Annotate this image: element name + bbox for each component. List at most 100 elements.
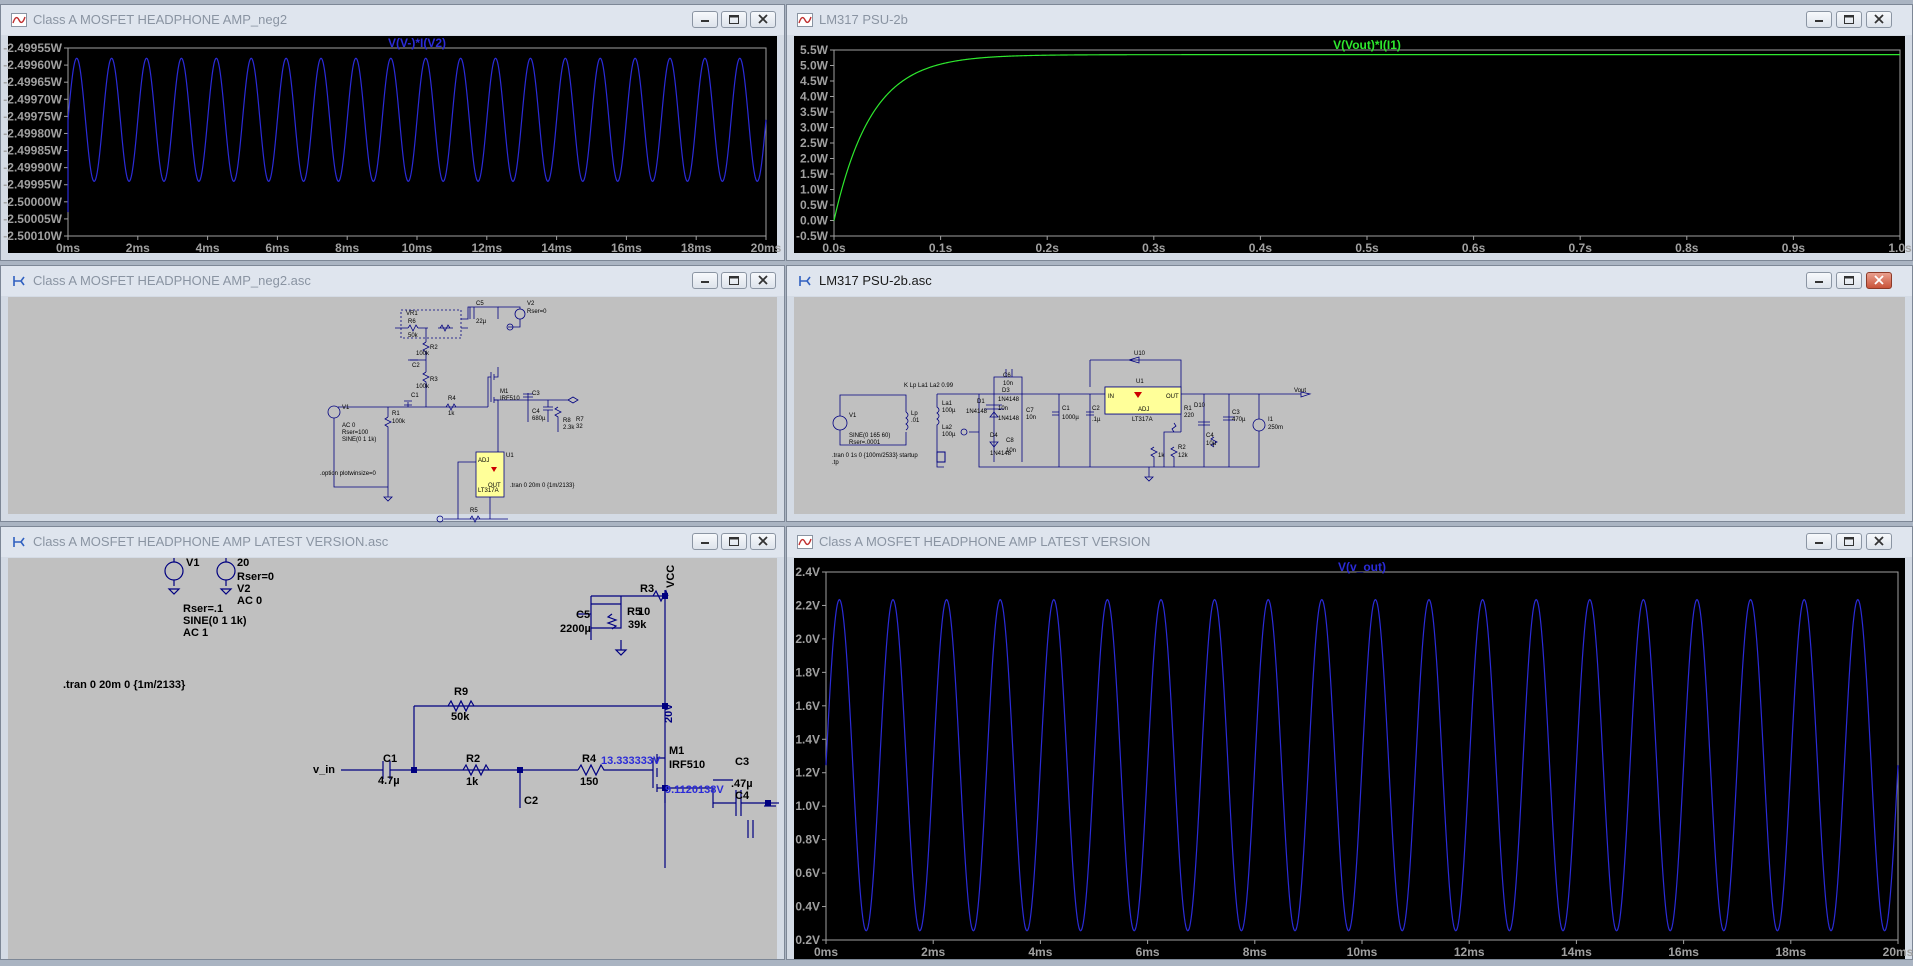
maximize-button[interactable] xyxy=(721,11,747,28)
title-bar[interactable]: LM317 PSU-2b.asc xyxy=(787,266,1912,296)
trace-line[interactable] xyxy=(825,598,1899,932)
c3-value: 470µ xyxy=(1232,417,1246,423)
trace-title[interactable]: V(v_out) xyxy=(1338,560,1386,574)
waveform-plot-area[interactable]: -2.49955W-2.49960W-2.49965W-2.49970W-2.4… xyxy=(3,36,782,255)
maximize-button[interactable] xyxy=(721,272,747,289)
y-tick-label: 1.6V xyxy=(795,699,820,713)
schematic-canvas[interactable]: K Lp La1 La2 0.99 V1 SINE(0 165 60) Rser… xyxy=(794,297,1905,514)
node-20v: 20V xyxy=(663,703,675,723)
maximize-icon xyxy=(1844,276,1854,285)
schematic-window-neg2[interactable]: Class A MOSFET HEADPHONE AMP_neg2.asc xyxy=(0,265,785,523)
waveform-chart[interactable]: 5.5W5.0W4.5W4.0W3.5W3.0W2.5W2.0W1.5W1.0W… xyxy=(794,36,1912,255)
trace-title[interactable]: V(V-)*I(V2) xyxy=(388,36,446,50)
c2-label: C2 xyxy=(1092,406,1100,412)
r9-value: 50k xyxy=(451,711,470,723)
minimize-button[interactable] xyxy=(1806,11,1832,28)
close-button[interactable] xyxy=(1866,533,1892,550)
minimize-button[interactable] xyxy=(692,11,718,28)
minimize-icon xyxy=(1815,20,1823,22)
v1-rser: Rser=100 xyxy=(342,430,369,436)
schematic-canvas[interactable]: V1 20 Rser=0 V2 AC 0 Rser=.1 SINE(0 1 1k… xyxy=(8,557,779,961)
maximize-button[interactable] xyxy=(1836,11,1862,28)
plot-window-latest[interactable]: Class A MOSFET HEADPHONE AMP LATEST VERS… xyxy=(786,526,1913,960)
y-tick-label: 3.0W xyxy=(800,121,829,135)
waveform-chart[interactable]: 2.4V2.2V2.0V1.8V1.6V1.4V1.2V1.0V0.8V0.6V… xyxy=(794,558,1913,961)
x-tick-label: 8ms xyxy=(1243,945,1267,959)
y-tick-label: 0.2V xyxy=(795,933,820,947)
close-icon xyxy=(758,14,768,24)
schematic-drawing[interactable]: K Lp La1 La2 0.99 V1 SINE(0 165 60) Rser… xyxy=(794,297,1907,516)
trace-line[interactable] xyxy=(833,54,1900,221)
x-tick-label: 0.3s xyxy=(1142,241,1166,255)
schematic-drawing[interactable]: V1 20 Rser=0 V2 AC 0 Rser=.1 SINE(0 1 1k… xyxy=(8,557,779,961)
minimize-button[interactable] xyxy=(1806,272,1832,289)
x-tick-label: 12ms xyxy=(1454,945,1485,959)
r2-label: R2 xyxy=(466,753,480,765)
node-voltage-gate: 13.333333V xyxy=(601,755,661,767)
maximize-button[interactable] xyxy=(1836,533,1862,550)
maximize-button[interactable] xyxy=(721,533,747,550)
close-button[interactable] xyxy=(1866,272,1892,289)
trace-line[interactable] xyxy=(67,57,767,213)
c4-label: C4 xyxy=(532,409,540,415)
y-tick-label: 1.4V xyxy=(795,732,820,746)
y-tick-label: -0.5W xyxy=(796,229,829,243)
c4-label: C4 xyxy=(735,790,750,802)
y-tick-label: 0.0W xyxy=(800,214,829,228)
junction-dot xyxy=(765,800,771,806)
close-button[interactable] xyxy=(1866,11,1892,28)
minimize-button[interactable] xyxy=(692,272,718,289)
c2-label: C2 xyxy=(524,795,538,807)
title-bar[interactable]: Class A MOSFET HEADPHONE AMP_neg2.asc xyxy=(1,266,784,296)
close-button[interactable] xyxy=(750,272,776,289)
schematic-drawing[interactable]: VR1 R6 50k R2 100k R3 100k C5 22µ V2 Rse… xyxy=(8,297,779,523)
tran-directive: .tran 0 20m 0 {1m/2133} xyxy=(63,679,186,691)
minimize-button[interactable] xyxy=(1806,533,1832,550)
close-button[interactable] xyxy=(750,11,776,28)
maximize-button[interactable] xyxy=(1836,272,1862,289)
plot-window-neg2[interactable]: Class A MOSFET HEADPHONE AMP_neg2 -2.499… xyxy=(0,4,785,261)
y-tick-label: -2.49980W xyxy=(3,126,62,140)
u1-out: OUT xyxy=(1166,394,1179,400)
close-button[interactable] xyxy=(750,533,776,550)
x-tick-label: 0.4s xyxy=(1249,241,1273,255)
y-tick-label: 4.5W xyxy=(800,74,829,88)
r3-label: R3 xyxy=(640,583,654,595)
schematic-window-psu[interactable]: LM317 PSU-2b.asc xyxy=(786,265,1913,522)
trace-title[interactable]: V(Vout)*I(I1) xyxy=(1333,38,1401,52)
r7-label: R7 xyxy=(576,417,584,423)
x-tick-label: 0ms xyxy=(814,945,838,959)
window-title: Class A MOSFET HEADPHONE AMP_neg2 xyxy=(33,12,288,27)
lt317-chip[interactable] xyxy=(1104,386,1182,415)
x-tick-label: 8ms xyxy=(335,241,359,255)
r8-value: 2.3k xyxy=(563,425,575,431)
lp-label: Lp xyxy=(911,411,918,417)
d3-label: D3 xyxy=(1002,388,1010,394)
y-tick-label: 1.5W xyxy=(800,167,829,181)
title-bar[interactable]: Class A MOSFET HEADPHONE AMP_neg2 xyxy=(1,5,784,35)
u1-label: U1 xyxy=(1136,379,1144,385)
y-tick-label: 3.5W xyxy=(800,105,829,119)
junction-dot xyxy=(517,767,523,773)
v1-sine: SINE(0 1 1k) xyxy=(183,615,247,627)
vr1-label: VR1 xyxy=(406,311,418,317)
schematic-window-latest[interactable]: Class A MOSFET HEADPHONE AMP LATEST VERS… xyxy=(0,526,785,960)
la1-label: La1 xyxy=(942,401,953,407)
title-bar[interactable]: Class A MOSFET HEADPHONE AMP LATEST VERS… xyxy=(787,527,1912,557)
x-tick-label: 6ms xyxy=(265,241,289,255)
title-bar[interactable]: LM317 PSU-2b xyxy=(787,5,1912,35)
y-tick-label: 2.0V xyxy=(795,632,820,646)
y-tick-label: 4.0W xyxy=(800,90,829,104)
node-voltage-source: 9.1120138V xyxy=(665,784,724,796)
c4-value: 680µ xyxy=(532,416,546,422)
waveform-chart[interactable]: -2.49955W-2.49960W-2.49965W-2.49970W-2.4… xyxy=(3,36,781,255)
minimize-button[interactable] xyxy=(692,533,718,550)
y-tick-label: -2.49960W xyxy=(3,58,62,72)
schematic-canvas[interactable]: VR1 R6 50k R2 100k R3 100k C5 22µ V2 Rse… xyxy=(8,297,779,523)
m1-value: IRF510 xyxy=(669,759,705,771)
y-tick-label: 5.5W xyxy=(800,43,829,57)
title-bar[interactable]: Class A MOSFET HEADPHONE AMP LATEST VERS… xyxy=(1,527,784,557)
